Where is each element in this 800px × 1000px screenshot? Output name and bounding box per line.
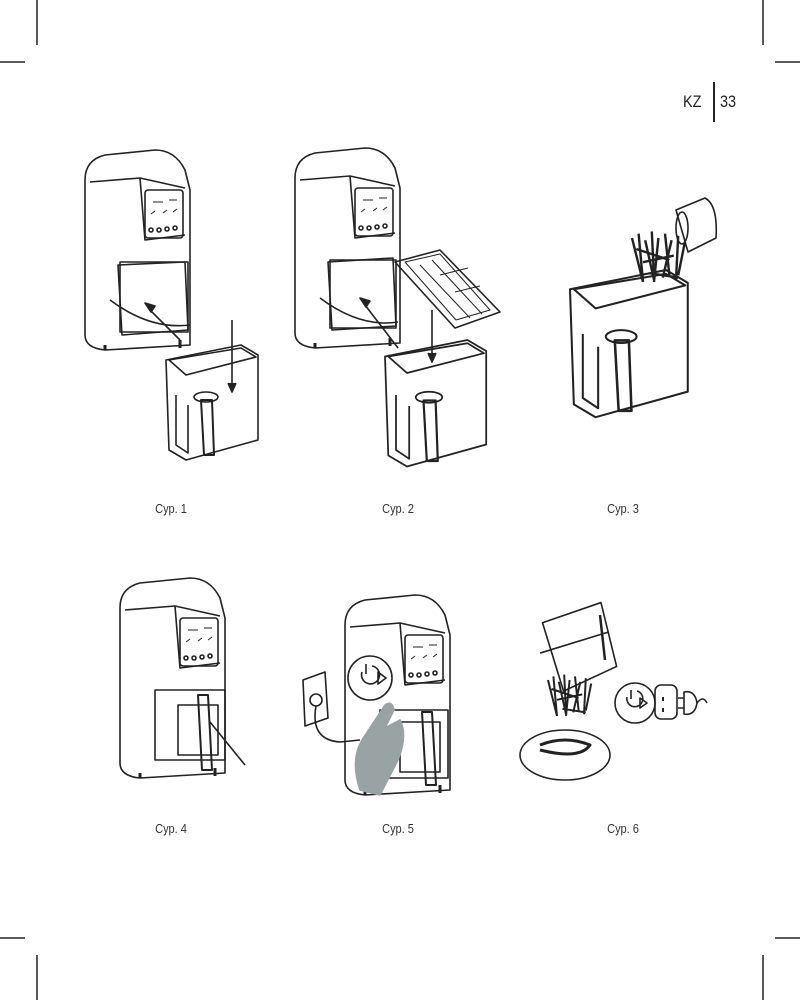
figure-2-illustration [293, 146, 501, 468]
figure-4-caption: Сур. 4 [155, 821, 187, 836]
figure-6-illustration [519, 601, 708, 781]
grill-tray [394, 249, 501, 329]
plate [519, 729, 611, 781]
hand [354, 702, 405, 796]
figure-1-caption: Сур. 1 [155, 501, 187, 516]
page-number: 33 [720, 92, 737, 111]
cup [675, 197, 718, 253]
figure-1-illustration [83, 148, 259, 461]
language-code: KZ [683, 92, 702, 111]
figure-6-caption: Сур. 6 [607, 821, 639, 836]
figure-3-illustration [568, 197, 718, 419]
figure-2-caption: Сур. 2 [382, 501, 414, 516]
power-icon [614, 682, 656, 724]
figure-5-caption: Сур. 5 [382, 821, 414, 836]
wall-outlet [302, 671, 329, 727]
socket [654, 684, 678, 720]
figure-3-caption: Сур. 3 [607, 501, 639, 516]
figure-4-illustration [118, 576, 246, 780]
plug [678, 690, 708, 716]
arrow-diag [149, 309, 181, 341]
figure-5-illustration [302, 593, 452, 797]
power-icon [347, 655, 393, 701]
